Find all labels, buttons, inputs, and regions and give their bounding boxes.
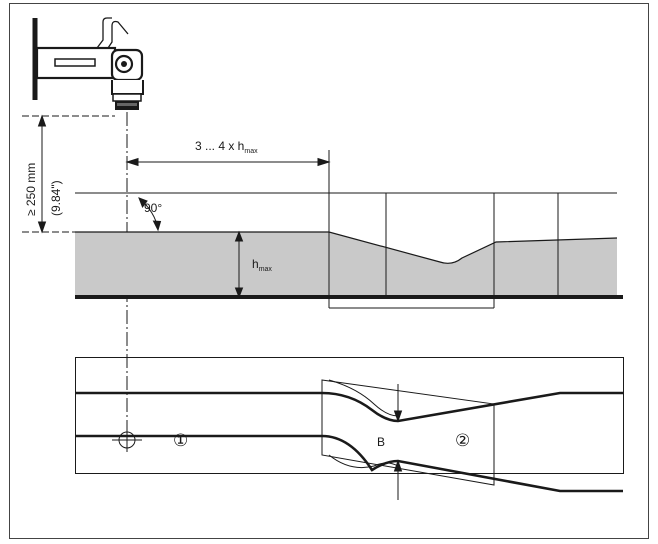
angle-label: 90°	[144, 201, 162, 215]
distance-label: 3 ... 4 x hmax	[195, 139, 258, 155]
height-in-label: (9.84")	[49, 180, 63, 216]
b-dimension	[393, 384, 403, 500]
distance-main: 3 ... 4 x h	[195, 139, 244, 153]
channel-top-view	[75, 357, 624, 493]
height-mm-label: ≥ 250 mm	[24, 163, 38, 216]
water-profile	[75, 232, 617, 297]
height-dimension	[22, 114, 115, 234]
hmax-label: hmax	[252, 257, 272, 273]
distance-dimension	[125, 150, 331, 232]
callout-2: ②	[455, 431, 470, 450]
distance-sub: max	[244, 148, 258, 155]
width-b-label: B	[377, 435, 385, 449]
crosshair-icon	[112, 428, 142, 452]
callout-1: ①	[173, 431, 188, 450]
radar-sensor-icon	[32, 17, 144, 110]
channel-side-view	[75, 192, 623, 309]
hmax-sub: max	[259, 266, 273, 273]
hmax-main: h	[252, 257, 259, 271]
hmax-dimension	[234, 230, 244, 299]
angle-indicator	[138, 197, 162, 232]
diagram-frame	[9, 3, 649, 539]
